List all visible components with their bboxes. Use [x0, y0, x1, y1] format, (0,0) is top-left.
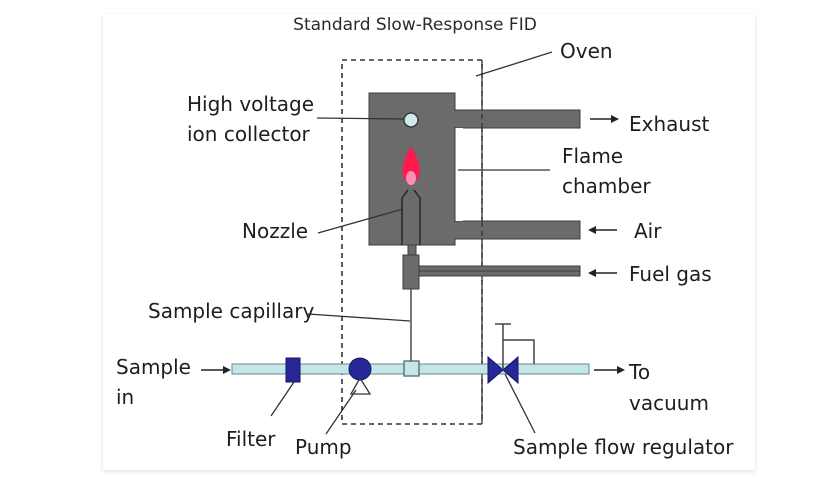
- to-vacuum-arrow-icon: [594, 366, 625, 374]
- label-nozzle: Nozzle: [242, 219, 308, 243]
- air-arrow-icon: [588, 226, 617, 234]
- valve-icon: [487, 323, 535, 385]
- label-exhaust: Exhaust: [629, 112, 710, 136]
- label-flame-chamber-2: chamber: [562, 174, 651, 198]
- nozzle-leader-line: [317, 208, 404, 234]
- capillary-leader-line: [307, 313, 411, 322]
- label-fuel-gas: Fuel gas: [629, 262, 712, 286]
- label-oven: Oven: [560, 39, 613, 63]
- label-sample-capillary: Sample capillary: [148, 299, 314, 323]
- label-to-vacuum-2: vacuum: [629, 391, 709, 415]
- fuel-gas-arrow-icon: [588, 269, 617, 277]
- diagram-title: Standard Slow-Response FID: [293, 15, 537, 35]
- regulator-leader-line: [504, 373, 536, 434]
- flame-icon: [402, 146, 420, 185]
- chamber-wall-gap: [455, 128, 463, 221]
- pump-icon: [348, 357, 372, 395]
- label-air: Air: [634, 219, 662, 243]
- filter-leader-line: [270, 381, 295, 417]
- label-filter: Filter: [226, 427, 276, 451]
- label-pump: Pump: [295, 435, 352, 459]
- nozzle: [401, 189, 421, 245]
- ion-collector: [403, 112, 419, 128]
- exhaust-tube: [449, 109, 581, 129]
- label-sample-flow-regulator: Sample flow regulator: [513, 435, 734, 459]
- filter: [285, 357, 301, 383]
- label-sample-in-1: Sample: [116, 355, 191, 379]
- air-tube: [449, 220, 581, 240]
- oven-leader-line: [475, 51, 553, 77]
- pump-leader-line: [325, 389, 357, 435]
- sample-in-arrow-icon: [201, 366, 231, 374]
- exhaust-arrow-icon: [590, 115, 619, 123]
- label-hv-collector-1: High voltage: [187, 92, 314, 116]
- fuel-junction: [402, 254, 420, 290]
- label-hv-collector-2: ion collector: [187, 122, 311, 146]
- collector-leader-line: [316, 117, 405, 120]
- label-to-vacuum-1: To: [628, 360, 650, 384]
- label-flame-chamber-1: Flame: [562, 144, 623, 168]
- capillary-tee: [403, 360, 420, 377]
- label-sample-in-2: in: [116, 385, 134, 409]
